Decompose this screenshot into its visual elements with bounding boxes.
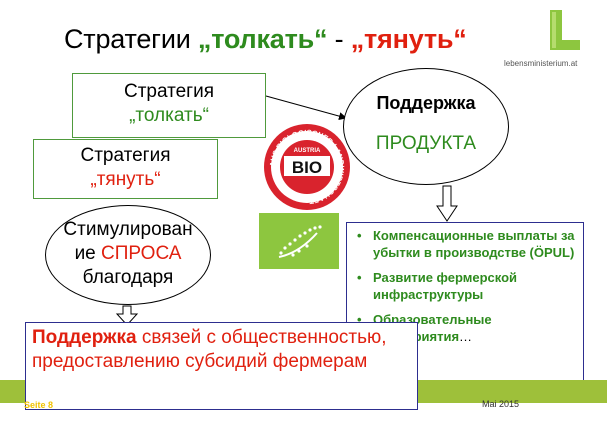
down-arrow-demand (115, 305, 139, 326)
logo-text: lebensministerium.at (504, 59, 578, 68)
title-prefix: Стратегии (64, 24, 198, 54)
push-strategy-box: Стратегия „толкать“ (72, 73, 266, 138)
pull-box-line2: „тянуть“ (90, 169, 161, 190)
lebensministerium-logo-icon (550, 10, 580, 50)
push-box-line2: „толкать“ (129, 105, 209, 126)
demand-oval-line1: Стимулирован (63, 219, 193, 240)
support-box-bold: Поддержка (32, 327, 137, 348)
measure-item: Компенсационные выплаты за убытки в прои… (357, 227, 575, 261)
page-number: Seite 8 (24, 400, 54, 410)
push-box-line1: Стратегия (123, 81, 215, 102)
demand-oval-line2b: СПРОСА (101, 243, 182, 264)
seal-center-text: BIO (292, 158, 322, 177)
measure-item: Развитие фермерской инфраструктуры (357, 269, 575, 303)
public-support-box: Поддержка связей с общественностью, пред… (25, 322, 418, 410)
product-oval-line1: Поддержка (376, 93, 476, 113)
arrow-push-to-product (265, 95, 347, 121)
slide-title: Стратегии „толкать“ - „тянуть“ (64, 24, 467, 55)
support-box-rest: связей с общественностью, предоставлению… (32, 327, 387, 372)
down-arrow-product (436, 185, 458, 222)
demand-oval-line3: благодаря (82, 267, 174, 288)
demand-oval-line2: ие СПРОСА (46, 242, 210, 266)
title-pull: „тянуть“ (350, 24, 467, 54)
demand-stimulation-oval: Стимулирован ие СПРОСА благодаря (45, 205, 211, 305)
pull-strategy-box: Стратегия „тянуть“ (33, 139, 218, 199)
footer-date: Mai 2015 (482, 399, 520, 409)
seal-country-text: AUSTRIA (294, 148, 321, 154)
product-oval-line2: ПРОДУКТА (375, 133, 477, 154)
pull-box-line1: Стратегия (80, 145, 171, 166)
eu-organic-logo-icon (259, 213, 339, 269)
demand-oval-line2a: ие (74, 243, 102, 264)
product-support-oval: Поддержка ПРОДУКТА (343, 68, 509, 185)
bio-austria-seal-icon: AUS BIOLOGISCHER LANDWIRTSCHAFT BIO AUST… (264, 124, 350, 210)
title-separator: - (327, 24, 351, 54)
title-push: „толкать“ (197, 24, 328, 54)
